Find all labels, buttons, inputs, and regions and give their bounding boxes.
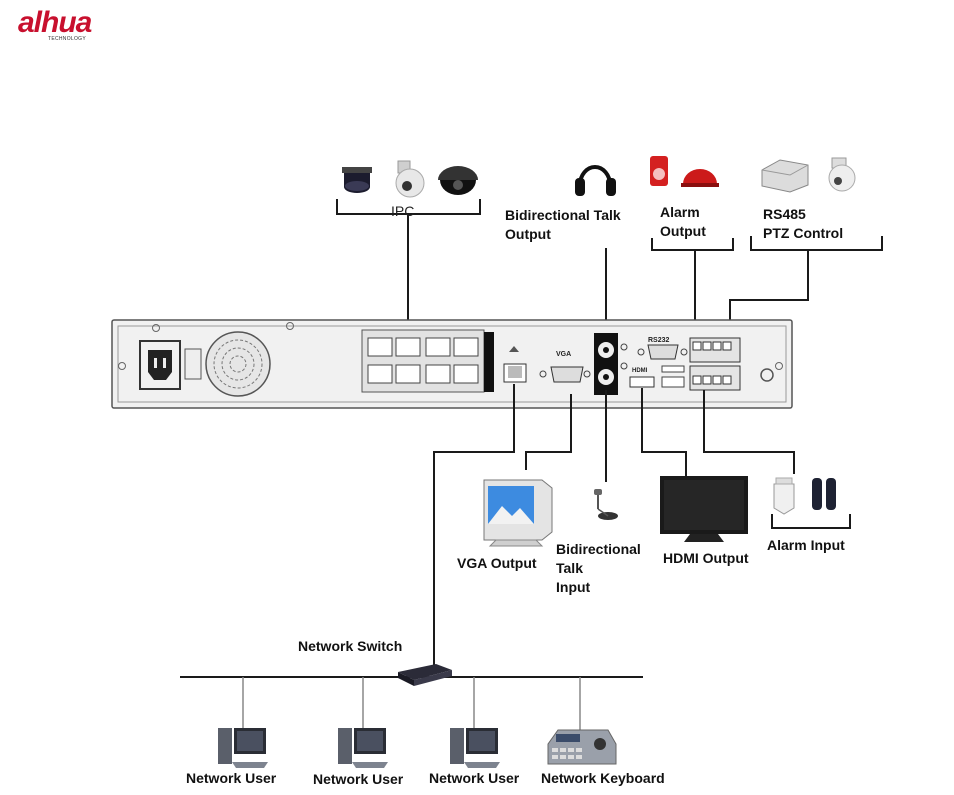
rs232-port-label: RS232 bbox=[648, 337, 670, 344]
label-line: Alarm bbox=[660, 203, 706, 222]
label-line: Bidirectional bbox=[556, 540, 641, 559]
vga-output-label: VGA Output bbox=[457, 554, 537, 573]
pir-detector-icon bbox=[774, 478, 794, 514]
network-switch-label: Network Switch bbox=[298, 637, 402, 656]
network-user-label: Network User bbox=[313, 770, 403, 789]
flat-tv-icon bbox=[660, 476, 748, 542]
ptz-dome-camera-icon bbox=[396, 161, 424, 197]
desktop-pc-icon bbox=[218, 728, 268, 768]
bidirectional-talk-output-label: Bidirectional Talk Output bbox=[505, 206, 621, 244]
label-line: Input bbox=[556, 578, 641, 597]
usb-port-icon bbox=[662, 366, 684, 387]
decoder-box-icon bbox=[762, 160, 808, 192]
ptz-keyboard-icon bbox=[548, 730, 616, 764]
beam-sensor-icon bbox=[812, 478, 836, 510]
desktop-pc-icon bbox=[338, 728, 388, 768]
desktop-pc-icon bbox=[450, 728, 500, 768]
hdmi-port-label: HDMI bbox=[632, 368, 648, 374]
alarm-siren-icon bbox=[681, 169, 719, 187]
network-user-label: Network User bbox=[429, 769, 519, 788]
crt-monitor-icon bbox=[484, 480, 552, 546]
alarm-output-label: Alarm Output bbox=[660, 203, 706, 241]
headphones-icon bbox=[575, 167, 616, 196]
network-keyboard-label: Network Keyboard bbox=[541, 769, 665, 788]
label-line: Output bbox=[505, 225, 621, 244]
label-line: RS485 bbox=[763, 205, 843, 224]
hdmi-output-label: HDMI Output bbox=[663, 549, 749, 568]
speed-dome-camera-icon bbox=[342, 167, 372, 193]
ipc-label: IPC bbox=[391, 203, 414, 219]
rs485-ptz-control-label: RS485 PTZ Control bbox=[763, 205, 843, 243]
label-line: Talk bbox=[556, 559, 641, 578]
network-user-label: Network User bbox=[186, 769, 276, 788]
label-line: Output bbox=[660, 222, 706, 241]
fan-icon bbox=[206, 332, 270, 396]
label-line: Bidirectional Talk bbox=[505, 206, 621, 225]
dome-camera-icon bbox=[438, 166, 478, 195]
bidirectional-talk-input-label: Bidirectional Talk Input bbox=[556, 540, 641, 597]
alarm-input-label: Alarm Input bbox=[767, 536, 845, 555]
alarm-strobe-icon bbox=[650, 156, 668, 186]
network-switch-icon bbox=[398, 664, 452, 686]
microphone-icon bbox=[594, 489, 618, 520]
label-line: PTZ Control bbox=[763, 224, 843, 243]
vga-port-label: VGA bbox=[556, 351, 571, 358]
poe-port-icon bbox=[362, 330, 494, 392]
ptz-camera-icon bbox=[829, 158, 855, 191]
